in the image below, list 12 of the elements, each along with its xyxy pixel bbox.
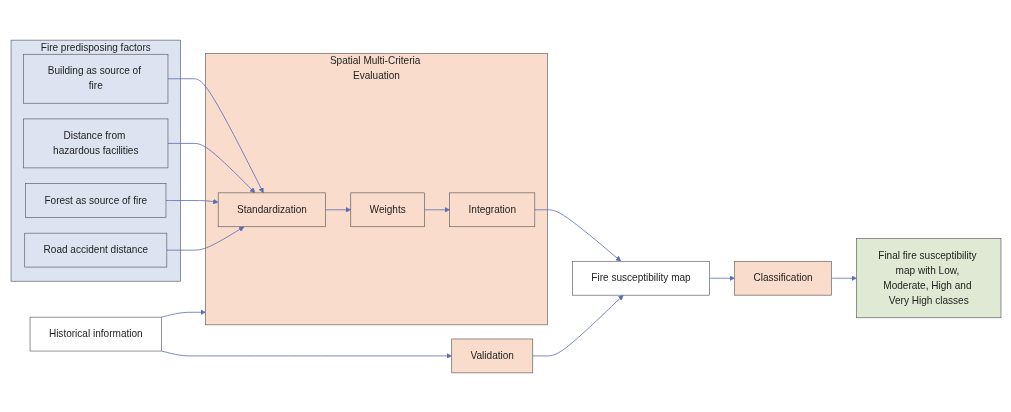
node-box: Building as source of fire xyxy=(22,53,168,104)
node-box: Final fire susceptibility map with Low, Moderate, High and Very High classes xyxy=(855,237,1001,318)
node-box: Integration xyxy=(448,192,535,227)
node-box: Historical information xyxy=(29,316,162,351)
node-box: Distance from hazardous facilities xyxy=(22,118,168,168)
node-box: Validation xyxy=(450,338,533,373)
node-box: Road accident distance xyxy=(23,232,167,267)
node-box: Classification xyxy=(733,260,832,295)
node-box: Forest as source of fire xyxy=(24,182,166,218)
node-box: Weights xyxy=(349,192,425,227)
node-box: Fire susceptibility map xyxy=(571,260,710,295)
node-box: Standardization xyxy=(217,192,326,227)
